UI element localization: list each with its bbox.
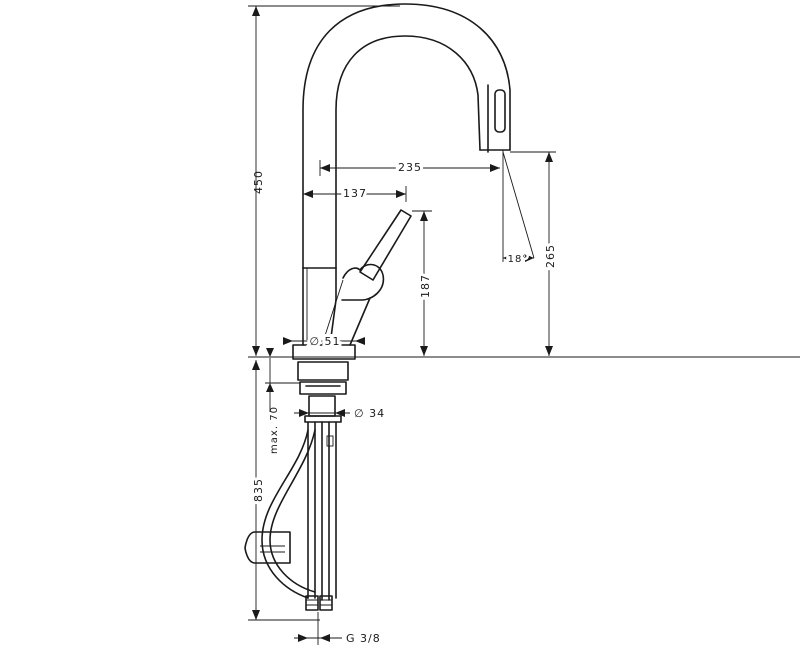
label-handle-height: 187 bbox=[419, 274, 432, 298]
label-max-thickness: max. 70 bbox=[269, 406, 280, 454]
label-spout-height: 265 bbox=[544, 244, 557, 268]
label-connection: G 3/8 bbox=[346, 632, 381, 645]
pull-out-hose bbox=[244, 429, 316, 599]
label-height-total: 450 bbox=[252, 170, 265, 194]
label-handle-reach: 137 bbox=[343, 187, 367, 200]
label-hose-length: 835 bbox=[252, 478, 265, 502]
label-base-diameter: ∅ 51 bbox=[309, 335, 340, 348]
label-shank-diameter: ∅ 34 bbox=[354, 407, 385, 420]
hose-weight-icon bbox=[244, 531, 291, 564]
label-spray-angle: 18° bbox=[508, 254, 529, 265]
label-spout-reach: 235 bbox=[398, 161, 422, 174]
faucet-body bbox=[292, 3, 511, 360]
dimension-lines bbox=[248, 5, 800, 645]
mounting-assembly bbox=[297, 361, 349, 611]
